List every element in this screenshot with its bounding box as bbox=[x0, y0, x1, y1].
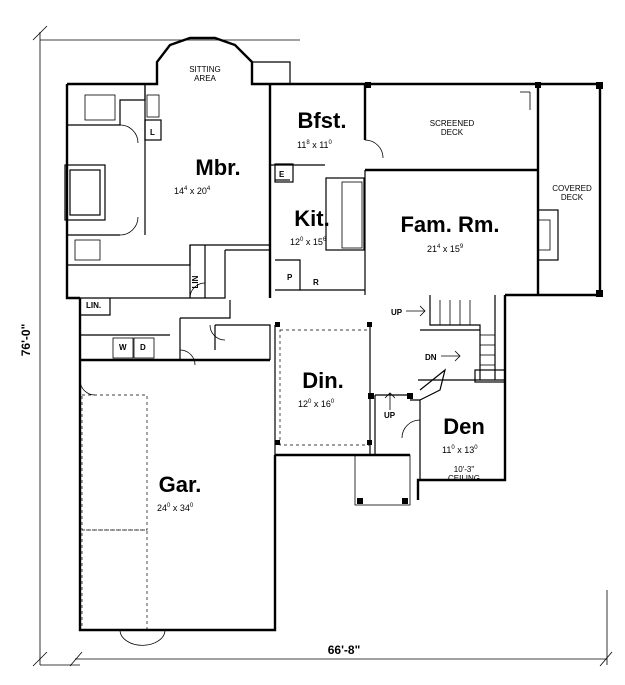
den-name: Den bbox=[443, 414, 485, 439]
mbr-dim: 144 x 204 bbox=[174, 186, 211, 196]
closet-e-label: E bbox=[279, 170, 285, 179]
din-name: Din. bbox=[302, 368, 344, 393]
bfst-name: Bfst. bbox=[298, 108, 347, 133]
room-dining: Din. 120 x 160 bbox=[298, 368, 344, 409]
stair-arrows bbox=[384, 305, 461, 410]
den-ceiling-1: 10'-3" bbox=[454, 465, 475, 474]
room-den: Den 110 x 130 10'-3" CEILING bbox=[442, 414, 485, 483]
sitting-label-1: SITTING bbox=[189, 65, 221, 74]
stair-dn-label: DN bbox=[425, 353, 437, 362]
den-dim: 110 x 130 bbox=[442, 445, 478, 455]
pantry-label: P bbox=[287, 273, 293, 282]
interior-walls bbox=[64, 84, 559, 631]
door-swings bbox=[79, 124, 421, 646]
depth-dimension-label: 76'-0" bbox=[19, 324, 33, 357]
fam-dim: 214 x 159 bbox=[427, 244, 464, 254]
dryer-label: D bbox=[140, 343, 146, 352]
gar-dim: 240 x 340 bbox=[157, 503, 194, 513]
screened-label-2: DECK bbox=[441, 128, 464, 137]
bfst-dim: 118 x 110 bbox=[297, 140, 333, 150]
mbr-name: Mbr. bbox=[195, 155, 240, 180]
room-screened-deck: SCREENED DECK bbox=[430, 119, 475, 137]
fam-name: Fam. Rm. bbox=[400, 212, 499, 237]
gar-name: Gar. bbox=[159, 472, 202, 497]
din-dim: 120 x 160 bbox=[298, 399, 335, 409]
covered-label-2: DECK bbox=[561, 193, 584, 202]
room-covered-deck: COVERED DECK bbox=[552, 184, 592, 202]
sitting-label-2: AREA bbox=[194, 74, 216, 83]
refrig-label: R bbox=[313, 278, 319, 287]
lin-upper-label: LIN bbox=[191, 275, 200, 288]
stair-up-label-2: UP bbox=[384, 411, 396, 420]
room-garage: Gar. 240 x 340 bbox=[157, 472, 201, 513]
dimension-lines bbox=[32, 25, 613, 667]
lin-lower-label: LIN. bbox=[86, 301, 101, 310]
room-kitchen: Kit. 120 x 156 bbox=[290, 206, 330, 247]
kit-name: Kit. bbox=[294, 206, 329, 231]
den-ceiling-2: CEILING bbox=[448, 474, 480, 483]
washer-label: W bbox=[119, 343, 127, 352]
posts bbox=[275, 82, 603, 504]
closet-l-label: L bbox=[150, 128, 155, 137]
room-family-room: Fam. Rm. 214 x 159 bbox=[400, 212, 499, 254]
width-dimension-label: 66'-8" bbox=[328, 643, 361, 657]
screened-label-1: SCREENED bbox=[430, 119, 475, 128]
room-master-bedroom: Mbr. 144 x 204 bbox=[174, 155, 241, 196]
kit-dim: 120 x 156 bbox=[290, 237, 327, 247]
room-breakfast: Bfst. 118 x 110 bbox=[297, 108, 346, 150]
covered-label-1: COVERED bbox=[552, 184, 592, 193]
room-sitting-area: SITTING AREA bbox=[189, 65, 221, 83]
stair-up-label-1: UP bbox=[391, 308, 403, 317]
